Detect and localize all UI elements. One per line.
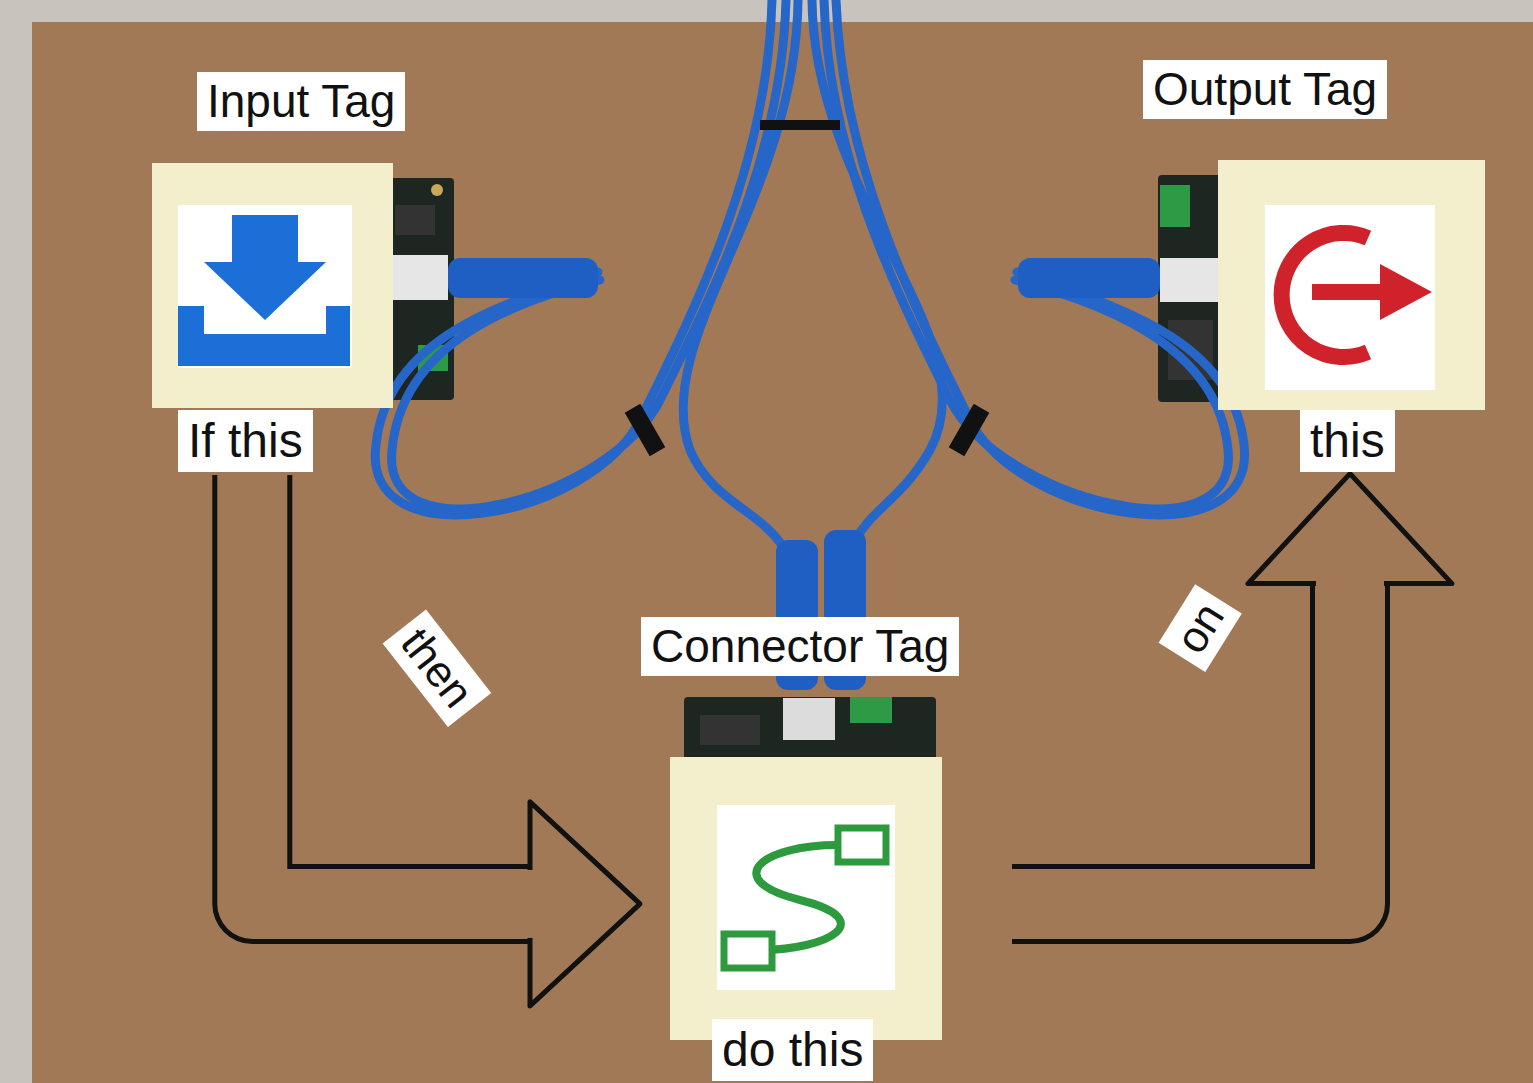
tag-caption: do this — [712, 1019, 873, 1081]
arrow-joint — [526, 870, 534, 938]
arrow-head — [1248, 474, 1452, 584]
input-card — [152, 163, 393, 408]
tag-heading: Connector Tag — [641, 617, 959, 676]
output-card — [1218, 160, 1485, 410]
tag-heading: Output Tag — [1143, 60, 1387, 119]
cardboard — [32, 22, 1533, 1083]
arrow-fill — [252, 475, 530, 904]
flow-arrow — [1012, 474, 1452, 904]
connector-card — [670, 757, 942, 1040]
arrow-head — [530, 802, 640, 1006]
tag-node: Input Tag If this — [150, 70, 460, 475]
usb-cables — [375, 0, 1244, 600]
tag-heading: Input Tag — [197, 72, 405, 131]
tag-node: Connector Tag do this — [640, 615, 1012, 1081]
tag-caption: this — [1300, 410, 1395, 472]
usb-plugs — [448, 258, 1160, 690]
flow-arrow — [252, 475, 640, 1006]
arrow-fill — [1012, 584, 1350, 904]
edge-label: then — [383, 610, 491, 727]
arrow-outline — [252, 475, 530, 904]
tag-node: Output Tag this — [1140, 58, 1490, 474]
arrow-outline — [1012, 584, 1350, 904]
arrow-joint — [1316, 580, 1384, 588]
connector-board — [684, 697, 936, 767]
tag-caption: If this — [178, 410, 313, 472]
edge-label: on — [1159, 584, 1242, 671]
cable-ties — [625, 120, 990, 456]
